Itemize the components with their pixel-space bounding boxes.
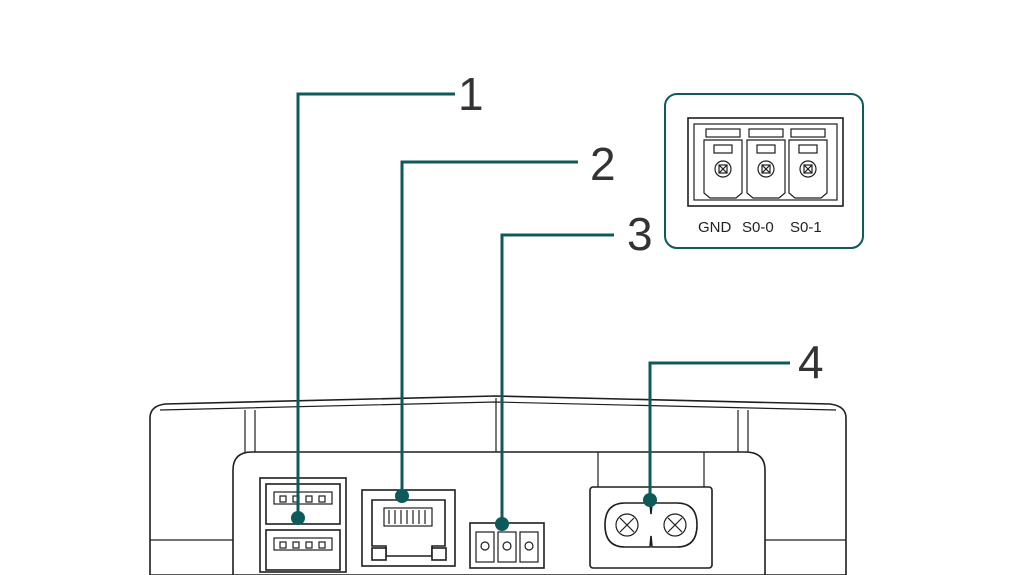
usb-ports	[259, 477, 347, 573]
leader-dot-2	[395, 489, 409, 503]
leader-line-1	[296, 92, 455, 518]
leader-line-4	[648, 361, 790, 500]
power-inlet	[589, 452, 713, 569]
pin-label-s0-1: S0-1	[790, 219, 822, 236]
ethernet-port	[361, 489, 456, 567]
leader-dot-1	[291, 511, 305, 525]
leader-line-2	[400, 160, 578, 496]
callout-number-3: 3	[627, 208, 653, 260]
pin-label-s0-0: S0-0	[742, 219, 774, 236]
callout-number-2: 2	[590, 138, 616, 190]
terminal-inset: GND S0-0 S0-1	[664, 93, 864, 249]
leader-line-3	[500, 233, 614, 524]
pin-label-gnd: GND	[698, 219, 732, 236]
leader-lines	[291, 92, 790, 531]
s0-terminal	[469, 522, 545, 569]
leader-dot-3	[495, 517, 509, 531]
callout-number-4: 4	[798, 336, 824, 388]
callout-number-1: 1	[458, 68, 484, 120]
leader-dot-4	[643, 493, 657, 507]
